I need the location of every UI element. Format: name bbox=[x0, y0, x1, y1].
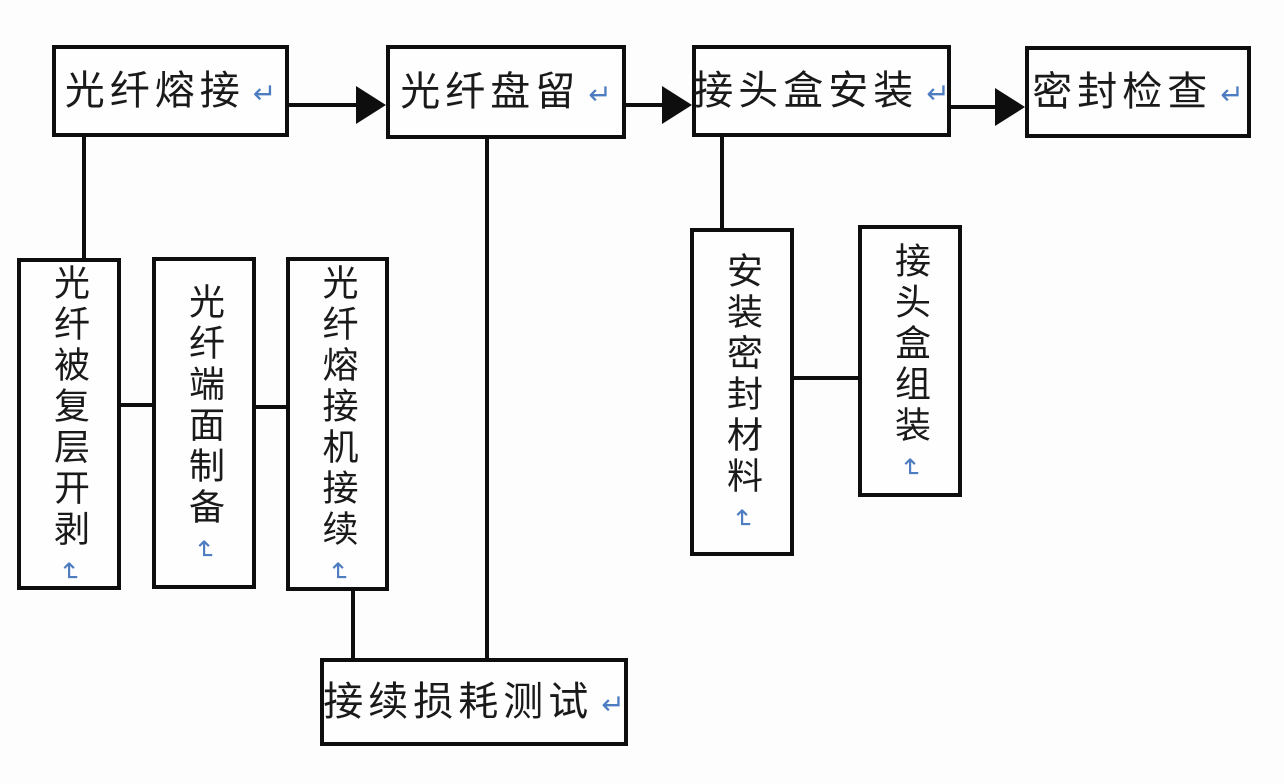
return-mark-icon: ↵ bbox=[53, 560, 84, 583]
connector-machine-splice-to-loss-test bbox=[351, 590, 355, 658]
connector-closure-install-to-seal-material bbox=[720, 136, 724, 228]
arrow-closure-install-to-seal-check-shaft bbox=[951, 105, 997, 109]
node-label: 光纤被复层开剥 bbox=[49, 263, 89, 551]
arrow-splice-to-coil-shaft bbox=[288, 103, 358, 107]
node-loss-test: 接续损耗测试 ↵ bbox=[320, 658, 628, 746]
node-label: 接头盒安装 bbox=[693, 68, 919, 113]
node-endface-prep: 光纤端面制备 ↵ bbox=[152, 257, 256, 589]
node-label: 安装密封材料 bbox=[722, 252, 762, 498]
node-label: 接续损耗测试 bbox=[323, 679, 594, 724]
node-label: 光纤熔接 bbox=[64, 68, 245, 113]
node-label: 光纤熔接机接续 bbox=[317, 263, 358, 551]
return-mark-icon: ↵ bbox=[252, 77, 277, 110]
return-mark-icon: ↵ bbox=[1220, 78, 1244, 111]
connector-strip-to-endface bbox=[120, 403, 153, 407]
arrow-coil-to-closure-install-shaft bbox=[625, 103, 664, 107]
node-label: 密封检查 bbox=[1032, 69, 1213, 114]
return-mark-icon: ↵ bbox=[894, 456, 925, 479]
node-seal-material: 安装密封材料 ↵ bbox=[690, 228, 794, 556]
arrowhead-right-icon bbox=[356, 86, 386, 124]
return-mark-icon: ↵ bbox=[601, 688, 625, 721]
node-coating-strip: 光纤被复层开剥 ↵ bbox=[17, 258, 121, 590]
node-fiber-coil: 光纤盘留 ↵ bbox=[386, 45, 626, 139]
node-label: 接头盒组装 bbox=[890, 241, 930, 447]
connector-coil-to-loss-test bbox=[485, 138, 489, 658]
return-mark-icon: ↵ bbox=[188, 539, 219, 561]
arrowhead-right-icon bbox=[662, 86, 692, 124]
return-mark-icon: ↵ bbox=[588, 78, 612, 111]
node-fiber-splice: 光纤熔接 ↵ bbox=[52, 45, 289, 137]
arrowhead-right-icon bbox=[995, 88, 1025, 126]
return-mark-icon: ↵ bbox=[926, 77, 950, 110]
connector-splice-to-strip bbox=[82, 136, 86, 258]
node-seal-check: 密封检查 ↵ bbox=[1025, 46, 1251, 138]
node-label: 光纤盘留 bbox=[400, 69, 581, 114]
node-label: 光纤端面制备 bbox=[184, 283, 224, 529]
node-machine-splice: 光纤熔接机接续 ↵ bbox=[286, 257, 389, 591]
return-mark-icon: ↵ bbox=[322, 560, 353, 583]
node-closure-assembly: 接头盒组装 ↵ bbox=[858, 225, 962, 497]
connector-seal-material-to-closure-assembly bbox=[793, 376, 859, 380]
connector-endface-to-machine-splice bbox=[254, 405, 287, 409]
node-closure-install: 接头盒安装 ↵ bbox=[692, 45, 951, 137]
return-mark-icon: ↵ bbox=[726, 508, 757, 530]
